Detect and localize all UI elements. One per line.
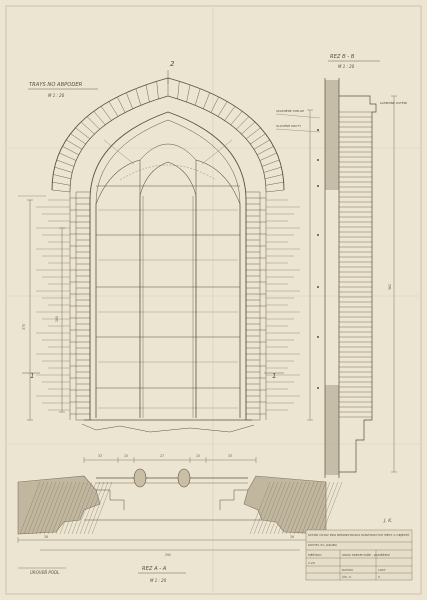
plan-segment-dim: 27 bbox=[160, 454, 164, 458]
main-view-title: TRAYS NO ABPODER bbox=[29, 82, 83, 88]
dim-window-height-inner: 280 bbox=[55, 316, 59, 322]
tb-date-label: DATUM bbox=[342, 568, 353, 572]
section-bb-title: REZ B - B bbox=[330, 54, 355, 60]
dim-window-height-left: 375 bbox=[22, 324, 26, 330]
title-block bbox=[305, 529, 413, 581]
section-bb bbox=[317, 78, 377, 478]
dim-bottom-total: 292 bbox=[165, 553, 171, 557]
plan-segment-dim: 33 bbox=[228, 454, 232, 458]
plan-section-aa bbox=[17, 468, 343, 535]
note-right: KAMENNÉ OSTĚNÍ bbox=[380, 100, 407, 105]
tb-signature: J. K. bbox=[383, 518, 393, 524]
tb-drawing: OKNO PRESBYTÁŘE - ZAMĚŘENÍ bbox=[342, 552, 390, 557]
main-view-scale: M 1 : 20 bbox=[48, 93, 65, 98]
section-bb-scale: M 1 : 20 bbox=[338, 64, 355, 69]
tb-scale-value: 1:20 bbox=[308, 561, 315, 565]
sheet-border bbox=[5, 5, 422, 595]
plan-segment-dim: 33 bbox=[98, 454, 102, 458]
gothic-window-elevation bbox=[36, 77, 300, 433]
ground-label: ÚROVEŇ PODL. bbox=[30, 570, 61, 575]
tb-sheet-label: ČÍS. V. bbox=[342, 574, 352, 579]
plan-segment-dim: 15 bbox=[124, 454, 128, 458]
top-axis-marker: 2 bbox=[170, 60, 175, 68]
section-aa-scale: M 1 : 20 bbox=[150, 578, 167, 583]
right-cut-marker: 1 bbox=[272, 372, 276, 380]
left-cut-marker: 1 bbox=[30, 372, 34, 380]
section-aa-title: REZ A - A bbox=[142, 566, 167, 572]
tb-project: KOSTEL SV. JAKUBA bbox=[308, 543, 338, 547]
dim-bottom-left: 26 bbox=[44, 535, 48, 539]
plan-segment-dim: 15 bbox=[196, 454, 200, 458]
dim-bottom-right: 26 bbox=[290, 535, 294, 539]
fold-lines bbox=[6, 6, 421, 594]
tb-date-value: 1957 bbox=[378, 568, 386, 572]
left-height-dimension bbox=[18, 195, 46, 421]
dim-right-total: 362 bbox=[388, 284, 392, 290]
note-glass-2: OLOVĚNÉ PRUTY bbox=[276, 123, 301, 128]
tb-scale-label: MĚŘÍTKO bbox=[308, 552, 322, 557]
tb-sheet-value: 5 bbox=[378, 575, 380, 579]
tb-org: STÁTNÍ ÚSTAV PRO REKONSTRUKCI PAMÁTKOVÝC… bbox=[308, 532, 409, 537]
note-glass-1: SKLENĚNÉ TABULE bbox=[276, 108, 304, 113]
